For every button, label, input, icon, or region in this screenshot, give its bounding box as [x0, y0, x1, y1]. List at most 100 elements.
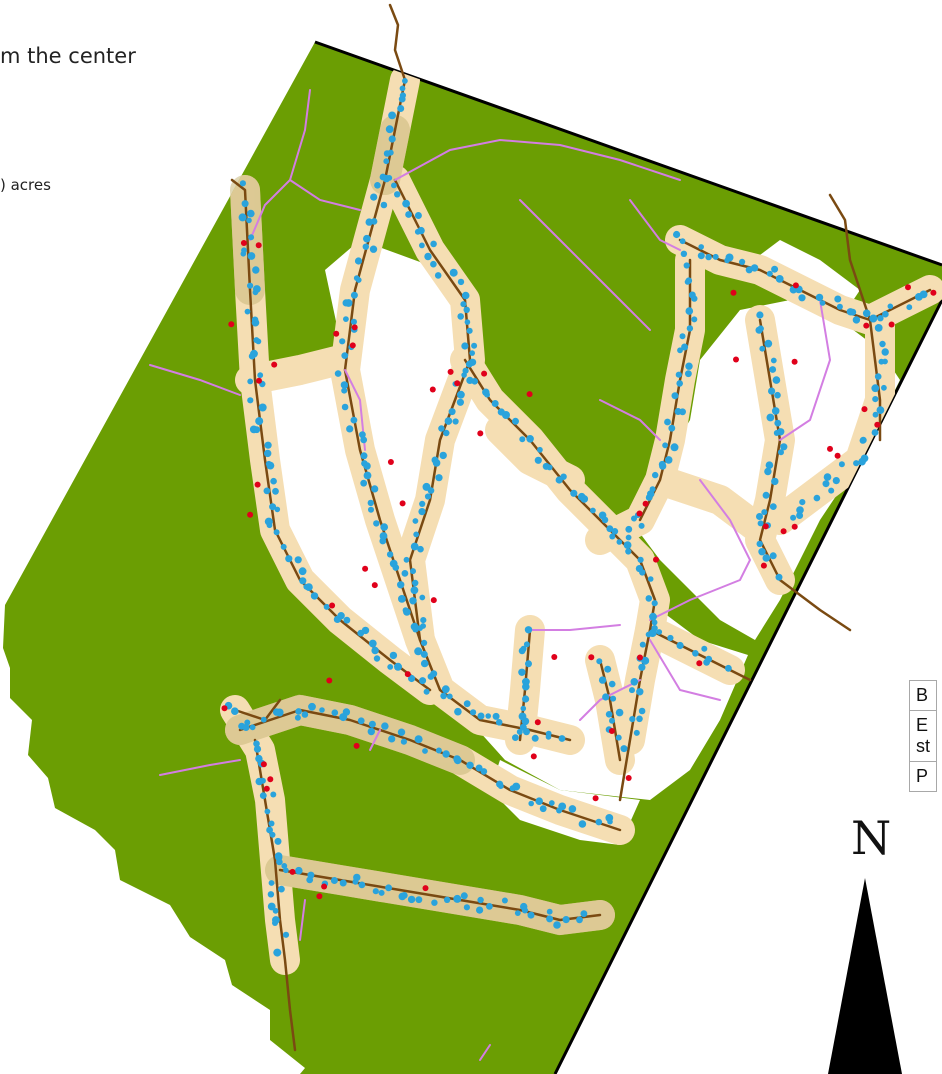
survey-point: [679, 238, 686, 245]
legend-row: P: [908, 761, 938, 792]
survey-point: [419, 242, 425, 249]
north-label: N: [851, 811, 892, 865]
survey-point: [620, 745, 628, 753]
survey-point: [602, 693, 610, 701]
survey-point: [240, 251, 247, 257]
survey-point: [836, 303, 843, 310]
survey-point: [590, 507, 596, 514]
survey-point: [353, 873, 361, 882]
survey-point: [281, 863, 288, 869]
survey-point: [872, 411, 879, 418]
survey-point: [525, 660, 532, 668]
survey-point: [456, 398, 464, 406]
observation-point: [289, 868, 296, 875]
survey-point: [757, 520, 764, 527]
survey-point: [877, 315, 884, 322]
observation-point: [592, 795, 599, 802]
survey-point: [580, 910, 588, 918]
survey-point: [398, 95, 406, 103]
survey-point: [698, 244, 704, 250]
survey-point: [334, 370, 342, 377]
survey-point: [502, 411, 510, 419]
survey-point: [387, 149, 394, 156]
survey-point: [630, 678, 639, 686]
survey-point: [512, 782, 521, 791]
survey-point: [770, 357, 777, 364]
survey-point: [269, 831, 276, 838]
survey-point: [419, 594, 426, 601]
survey-point: [659, 462, 667, 470]
survey-point: [274, 837, 282, 845]
observation-point: [588, 654, 595, 661]
survey-point: [253, 740, 260, 747]
survey-point: [280, 543, 287, 550]
survey-point: [778, 449, 784, 456]
observation-point: [351, 324, 358, 331]
survey-point: [394, 191, 401, 198]
survey-point: [267, 902, 276, 911]
survey-point: [405, 211, 412, 218]
observation-point: [760, 562, 767, 569]
survey-point: [476, 906, 484, 914]
survey-point: [815, 293, 824, 302]
observation-point: [333, 330, 340, 337]
north-arrow-icon: [828, 878, 902, 1074]
survey-point: [535, 797, 543, 805]
survey-point: [268, 880, 275, 886]
observation-point: [256, 377, 262, 384]
survey-point: [248, 352, 256, 360]
observation-point: [551, 654, 558, 660]
survey-point: [423, 688, 430, 695]
map-title-fragment: m the center: [0, 44, 136, 68]
survey-point: [773, 430, 780, 436]
survey-point: [464, 319, 471, 325]
survey-point: [546, 915, 554, 923]
survey-point: [421, 639, 428, 647]
survey-point: [605, 711, 613, 718]
survey-point: [252, 289, 259, 296]
survey-point: [611, 528, 619, 535]
survey-point: [283, 867, 289, 874]
survey-point: [444, 417, 453, 425]
survey-point: [264, 449, 272, 458]
survey-point: [652, 471, 659, 479]
observation-point: [260, 761, 267, 768]
survey-point: [402, 607, 409, 614]
survey-point: [385, 125, 394, 134]
survey-point: [419, 677, 427, 685]
survey-point: [368, 720, 376, 728]
survey-point: [501, 897, 508, 904]
survey-point: [448, 408, 456, 416]
survey-point: [373, 520, 380, 527]
survey-point: [258, 403, 267, 412]
survey-point: [457, 278, 465, 286]
observation-point: [430, 597, 437, 604]
trails: [149, 89, 832, 1061]
survey-point: [879, 340, 886, 348]
survey-point: [341, 387, 348, 394]
survey-point: [762, 554, 771, 562]
survey-point: [636, 688, 644, 696]
survey-point: [629, 716, 636, 723]
survey-point: [759, 345, 766, 352]
survey-point: [516, 728, 523, 735]
survey-point: [257, 372, 264, 379]
survey-point: [497, 783, 504, 789]
survey-point: [764, 339, 773, 348]
survey-point: [466, 327, 473, 334]
survey-point: [337, 612, 345, 620]
survey-point: [252, 266, 260, 274]
survey-point: [438, 425, 445, 432]
survey-point: [882, 310, 889, 318]
survey-point: [819, 300, 826, 306]
observation-point: [329, 602, 336, 609]
survey-point: [651, 625, 658, 632]
survey-point: [453, 756, 462, 765]
observation-point: [653, 556, 659, 563]
survey-point: [241, 200, 249, 208]
observation-point: [888, 321, 895, 328]
survey-point: [670, 443, 679, 452]
survey-point: [273, 948, 282, 957]
survey-point: [413, 531, 420, 538]
observation-point: [791, 358, 798, 365]
